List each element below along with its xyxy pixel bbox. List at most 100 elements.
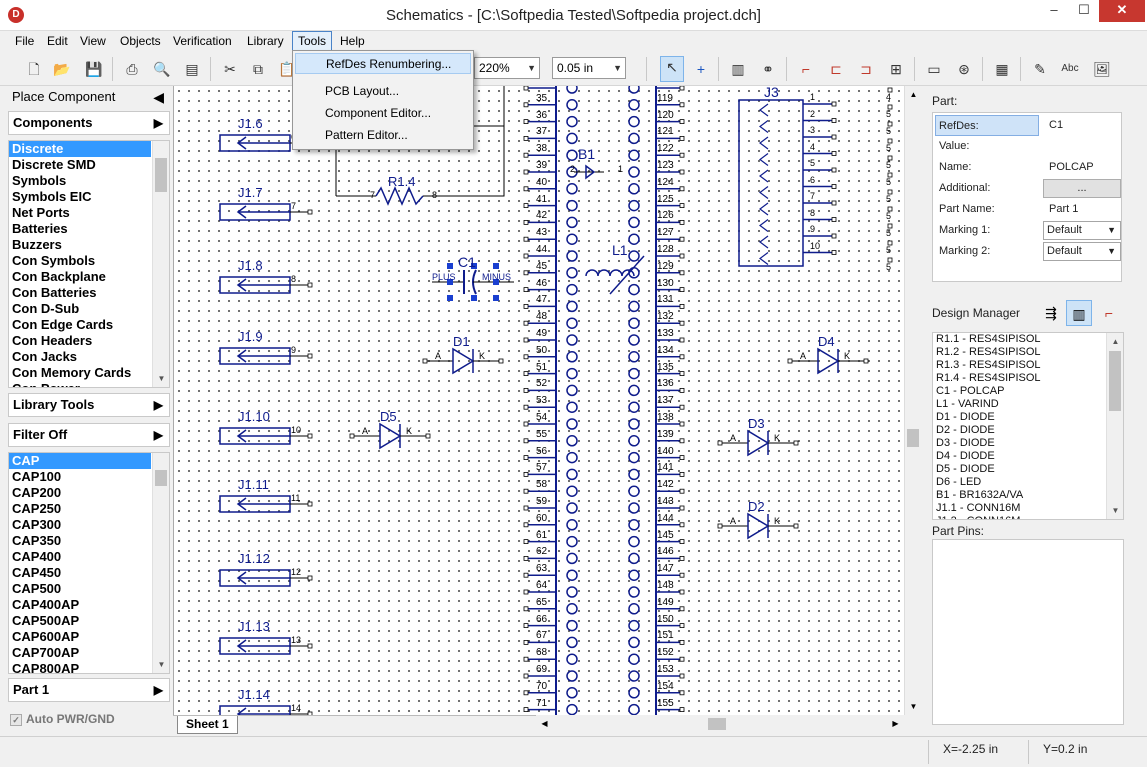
part-item[interactable]: CAP600AP [12, 629, 80, 644]
report-icon[interactable]: ▤ [185, 61, 199, 77]
prop-row-part-name[interactable]: Part Name: Part 1 [933, 199, 1121, 220]
category-item[interactable]: Symbols [12, 173, 67, 188]
binoculars-icon[interactable]: ⚭ [762, 61, 774, 77]
design-manager-item[interactable]: D4 - DIODE [936, 450, 995, 462]
design-manager-item[interactable]: D3 - DIODE [936, 437, 995, 449]
scroll-down-icon[interactable]: ▼ [157, 660, 166, 669]
components-header[interactable]: Components▶ [8, 111, 170, 135]
category-item[interactable]: Discrete [9, 141, 151, 157]
menu-item-refdes-renumbering[interactable]: RefDes Renumbering... [295, 53, 471, 74]
tab-sheet-1[interactable]: Sheet 1 [177, 716, 238, 734]
zoom-select[interactable]: 220%▼ [474, 57, 540, 79]
schematic-canvas[interactable]: J1.66J1.77J1.88J1.99J1.1010J1.1111J1.121… [173, 86, 904, 715]
prop-value[interactable] [1045, 136, 1121, 157]
chip-icon[interactable]: ⊛ [958, 61, 970, 77]
menu-view[interactable]: View [80, 34, 106, 48]
menu-verification[interactable]: Verification [173, 34, 232, 48]
components-view-icon[interactable]: ▥ [1066, 300, 1092, 326]
category-item[interactable]: Con Edge Cards [12, 317, 114, 332]
scroll-thumb[interactable] [155, 470, 167, 486]
wires-view-icon[interactable]: ⌐ [1104, 305, 1114, 321]
part-item[interactable]: CAP350 [12, 533, 62, 548]
design-manager-item[interactable]: J1.2 - CONN16M [933, 515, 1123, 519]
scroll-thumb[interactable] [907, 429, 919, 447]
category-scrollbar[interactable]: ▼ [152, 141, 169, 387]
prop-row-marking-2[interactable]: Marking 2: Default▼ [933, 241, 1121, 262]
minimize-button[interactable]: – [1050, 2, 1058, 17]
additional-edit-button[interactable]: ... [1043, 179, 1121, 198]
design-manager-item[interactable]: L1 - VARIND [936, 398, 999, 410]
category-item[interactable]: Con Backplane [12, 269, 106, 284]
prop-row-name[interactable]: Name: POLCAP [933, 157, 1121, 178]
part-pins-list[interactable] [932, 539, 1124, 725]
part-selector[interactable]: Part 1▶ [8, 678, 170, 702]
prop-row-refdes[interactable]: RefDes: C1 [933, 115, 1121, 136]
prop-value[interactable]: Part 1 [1049, 203, 1079, 215]
wire-icon[interactable]: ⌐ [801, 61, 811, 77]
scroll-up-icon[interactable]: ▲ [1111, 337, 1120, 346]
design-manager-item[interactable]: D5 - DIODE [936, 463, 995, 475]
menu-objects[interactable]: Objects [120, 34, 161, 48]
category-item[interactable]: Con Jacks [12, 349, 78, 364]
scroll-down-icon[interactable]: ▼ [909, 702, 918, 711]
part-item[interactable]: CAP200 [12, 485, 62, 500]
print-icon[interactable]: ⎙ [126, 61, 138, 77]
prop-row-additional[interactable]: Additional: ... [933, 178, 1121, 199]
prop-row-marking-1[interactable]: Marking 1: Default▼ [933, 220, 1121, 241]
category-item[interactable]: Symbols EIC [12, 189, 92, 204]
category-item[interactable]: Con Headers [12, 333, 93, 348]
open-folder-icon[interactable]: 📂 [53, 61, 71, 77]
design-manager-item[interactable]: R1.1 - RES4SIPISOL [936, 333, 1041, 345]
pin-icon[interactable]: ▭ [927, 61, 941, 77]
new-file-icon[interactable]: 🗋 [28, 61, 40, 77]
prop-row-value[interactable]: Value: [933, 136, 1121, 157]
category-item[interactable]: Discrete SMD [12, 157, 96, 172]
paste-icon[interactable]: 📋 [278, 61, 296, 77]
menu-tools[interactable]: Tools [292, 31, 333, 51]
cut-icon[interactable]: ✂ [224, 61, 236, 77]
menu-file[interactable]: File [15, 34, 35, 48]
part-item[interactable]: CAP400AP [12, 597, 80, 612]
prop-value[interactable]: POLCAP [1049, 161, 1094, 173]
design-manager-item[interactable]: C1 - POLCAP [936, 385, 1005, 397]
part-item[interactable]: CAP500 [12, 581, 62, 596]
part-item[interactable]: CAP700AP [12, 645, 80, 660]
scroll-up-icon[interactable]: ▲ [909, 90, 918, 99]
scroll-left-icon[interactable]: ◀ [541, 719, 548, 728]
auto-pwr-gnd-checkbox[interactable]: ✓Auto PWR/GND [10, 712, 115, 726]
category-item[interactable]: Con D-Sub [12, 301, 80, 316]
bus-entry-icon[interactable]: ⊐ [860, 61, 872, 77]
save-icon[interactable]: 💾 [85, 61, 103, 77]
design-manager-scrollbar[interactable]: ▲ ▼ [1106, 333, 1123, 519]
canvas-horizontal-scrollbar[interactable]: ◀ ▶ [536, 715, 904, 733]
design-manager-item[interactable]: B1 - BR1632A/VA [936, 489, 1024, 501]
scroll-right-icon[interactable]: ▶ [892, 719, 899, 728]
net-port-icon[interactable]: ⊞ [890, 61, 902, 77]
filter-header[interactable]: Filter Off▶ [8, 423, 170, 447]
menu-edit[interactable]: Edit [47, 34, 68, 48]
text-icon[interactable]: Abc [1061, 63, 1079, 74]
nets-view-icon[interactable]: ⇶ [1045, 305, 1057, 321]
scroll-down-icon[interactable]: ▼ [157, 374, 166, 383]
design-manager-item[interactable]: D2 - DIODE [936, 424, 995, 436]
part-item[interactable]: CAP450 [12, 565, 62, 580]
category-item[interactable]: Net Ports [12, 205, 70, 220]
design-manager-item[interactable]: R1.4 - RES4SIPISOL [936, 372, 1041, 384]
scroll-thumb[interactable] [708, 718, 726, 730]
library-tools-header[interactable]: Library Tools▶ [8, 393, 170, 417]
bus-icon[interactable]: ⊏ [830, 61, 842, 77]
menu-library[interactable]: Library [247, 34, 284, 48]
part-item[interactable]: CAP400 [12, 549, 62, 564]
marking-1-select[interactable]: Default▼ [1043, 221, 1121, 240]
component-icon[interactable]: ▥ [731, 61, 745, 77]
category-item[interactable]: Con Memory Cards [12, 365, 132, 380]
category-item[interactable]: Con Batteries [12, 285, 97, 300]
marking-2-select[interactable]: Default▼ [1043, 242, 1121, 261]
prop-value[interactable]: C1 [1049, 119, 1064, 131]
part-item[interactable]: CAP250 [12, 501, 62, 516]
crosshair-icon[interactable]: + [696, 61, 706, 77]
place-component-header[interactable]: Place Component◀ [8, 86, 170, 110]
design-manager-item[interactable]: R1.3 - RES4SIPISOL [936, 359, 1041, 371]
part-item[interactable]: CAP800AP [12, 661, 80, 674]
part-item[interactable]: CAP [9, 453, 151, 469]
